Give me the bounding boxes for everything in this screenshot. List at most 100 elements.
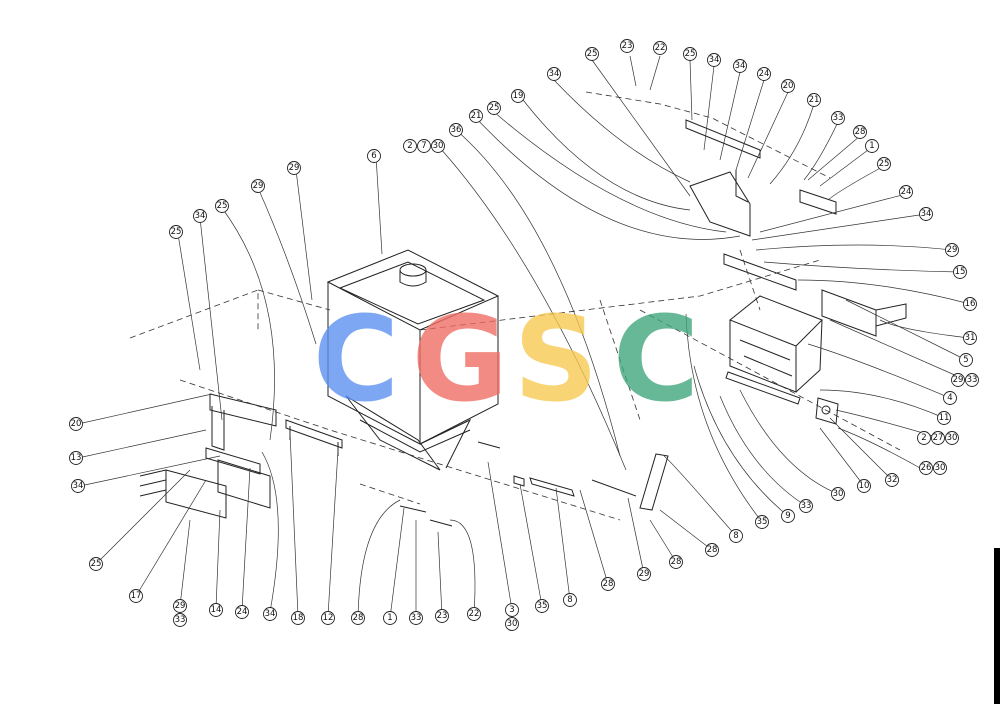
callout: 25 [877,157,891,171]
svg-text:22: 22 [655,43,666,53]
svg-text:29: 29 [953,375,964,385]
callout: 34 [193,209,207,223]
leader-lines [77,55,971,619]
svg-text:10: 10 [859,481,870,491]
callout: 13 [69,451,83,465]
callout: 11 [937,411,951,425]
svg-text:28: 28 [855,127,866,137]
svg-text:36: 36 [451,125,462,135]
callout: 20 [69,417,83,431]
callout: 22 [653,41,667,55]
callout: 33 [409,611,423,625]
svg-text:25: 25 [91,559,102,569]
svg-text:25: 25 [171,227,182,237]
watermark-letter-c2: C [613,290,700,428]
svg-text:5: 5 [963,355,968,365]
callout: 28 [669,555,683,569]
callout: 10 [857,479,871,493]
svg-text:20: 20 [783,81,794,91]
callout: 29 [287,161,301,175]
callout: 30 [431,139,445,153]
svg-text:28: 28 [353,613,364,623]
svg-text:26: 26 [921,463,932,473]
svg-text:29: 29 [289,163,300,173]
svg-text:1: 1 [869,141,874,151]
callout: 1 [383,611,397,625]
svg-text:33: 33 [175,615,186,625]
callout: 24 [899,185,913,199]
svg-text:32: 32 [887,475,898,485]
callout: 9 [781,509,795,523]
svg-text:30: 30 [507,619,518,629]
callout: 8 [729,529,743,543]
svg-text:21: 21 [471,111,482,121]
callout: 8 [563,593,577,607]
svg-text:12: 12 [323,613,334,623]
rear-plate [821,289,877,337]
svg-text:25: 25 [685,49,696,59]
callout: 35 [755,515,769,529]
svg-text:31: 31 [965,333,976,343]
callout: 20 [781,79,795,93]
callout: 6 [367,149,381,163]
callout: 23 [435,609,449,623]
chute-assembly [725,295,823,405]
svg-text:24: 24 [237,607,248,617]
callout: 34 [71,479,85,493]
callout: 28 [601,577,615,591]
callout: 5 [959,353,973,367]
svg-text:23: 23 [622,41,633,51]
svg-text:33: 33 [967,375,978,385]
callout: 27 [931,431,945,445]
callout-layer: 23 22 25 34 34 24 20 34 25 21 33 28 1 25… [69,39,979,631]
svg-text:25: 25 [879,159,890,169]
callout: 30 [933,461,947,475]
callout: 12 [321,611,335,625]
svg-text:8: 8 [567,595,572,605]
svg-text:34: 34 [265,609,276,619]
assembly-lines [129,91,901,521]
callout: 34 [707,53,721,67]
callout: 2 [917,431,931,445]
svg-text:29: 29 [947,245,958,255]
svg-text:8: 8 [733,531,738,541]
callout: 16 [963,297,977,311]
svg-text:1: 1 [387,613,392,623]
svg-text:20: 20 [71,419,82,429]
callout: 33 [831,111,845,125]
callout: 35 [535,599,549,613]
callout: 29 [951,373,965,387]
callout: 31 [963,331,977,345]
callout: 25 [487,101,501,115]
svg-text:30: 30 [433,141,444,151]
callout: 28 [351,611,365,625]
callout: 34 [263,607,277,621]
callout: 18 [291,611,305,625]
svg-text:18: 18 [293,613,304,623]
svg-text:34: 34 [195,211,206,221]
callout: 19 [511,89,525,103]
svg-text:14: 14 [211,605,222,615]
svg-text:33: 33 [411,613,422,623]
svg-text:34: 34 [73,481,84,491]
callout: 22 [467,607,481,621]
svg-text:34: 34 [709,55,720,65]
hopper-box [326,249,500,471]
svg-text:6: 6 [371,151,376,161]
svg-text:13: 13 [71,453,82,463]
callout: 25 [683,47,697,61]
callout: 26 [919,461,933,475]
callout: 32 [885,473,899,487]
callout: 7 [417,139,431,153]
callout: 33 [173,613,187,627]
svg-text:33: 33 [833,113,844,123]
svg-text:9: 9 [785,511,790,521]
callout: 28 [705,543,719,557]
watermark-letter-c1: C [313,290,400,428]
svg-text:23: 23 [437,611,448,621]
svg-text:25: 25 [489,103,500,113]
svg-text:29: 29 [175,601,186,611]
callout: 36 [449,123,463,137]
svg-text:2: 2 [407,141,412,151]
